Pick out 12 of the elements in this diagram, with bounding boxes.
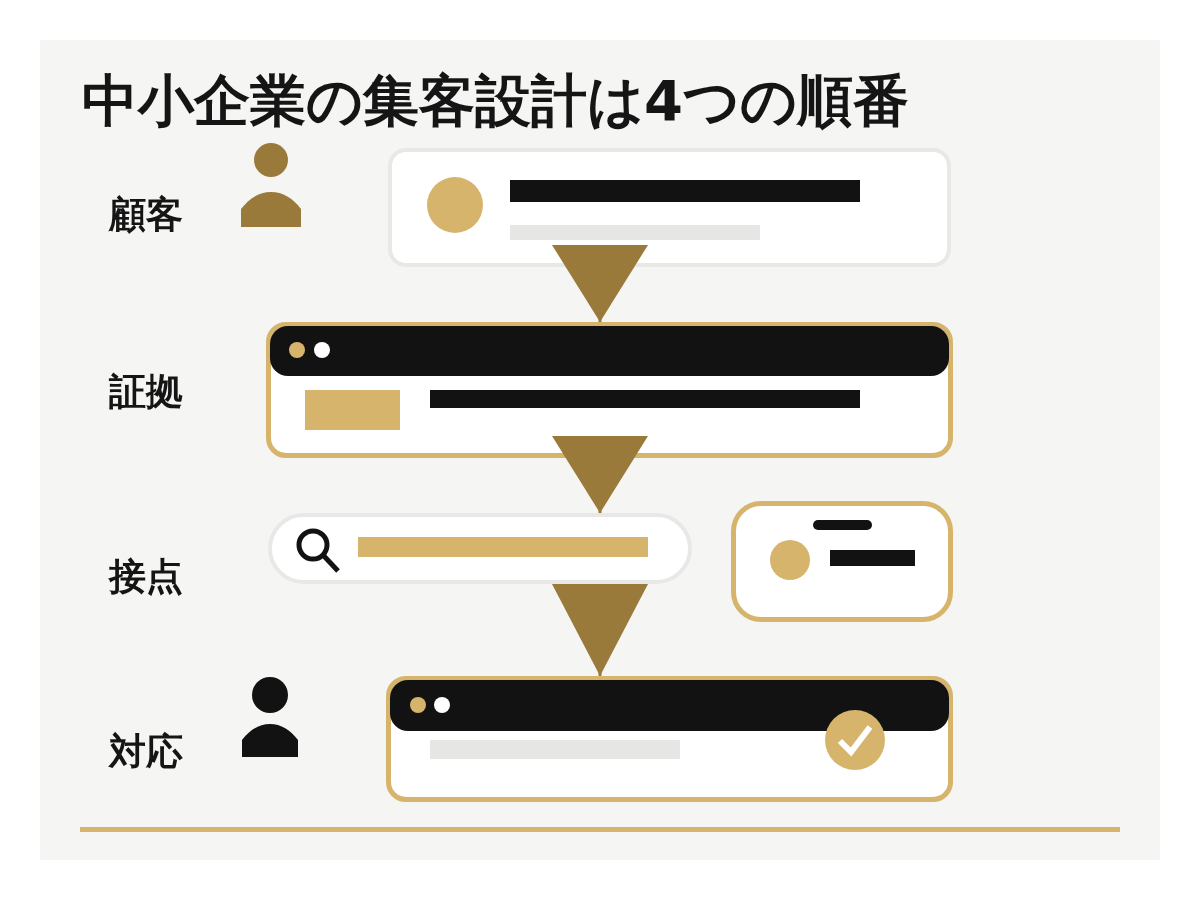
browser-window <box>386 676 953 802</box>
arrow <box>552 436 648 513</box>
profile-card <box>731 501 953 622</box>
title: 中小企業の集客設計は4つの順番 <box>82 67 909 135</box>
row-label: 接点 <box>109 554 183 600</box>
arrow <box>552 245 648 322</box>
browser-window <box>266 322 953 458</box>
content-card <box>388 148 951 267</box>
row-label: 顧客 <box>109 192 183 238</box>
row-label: 対応 <box>109 729 183 775</box>
row-label: 証拠 <box>109 369 183 415</box>
arrow <box>552 584 648 676</box>
